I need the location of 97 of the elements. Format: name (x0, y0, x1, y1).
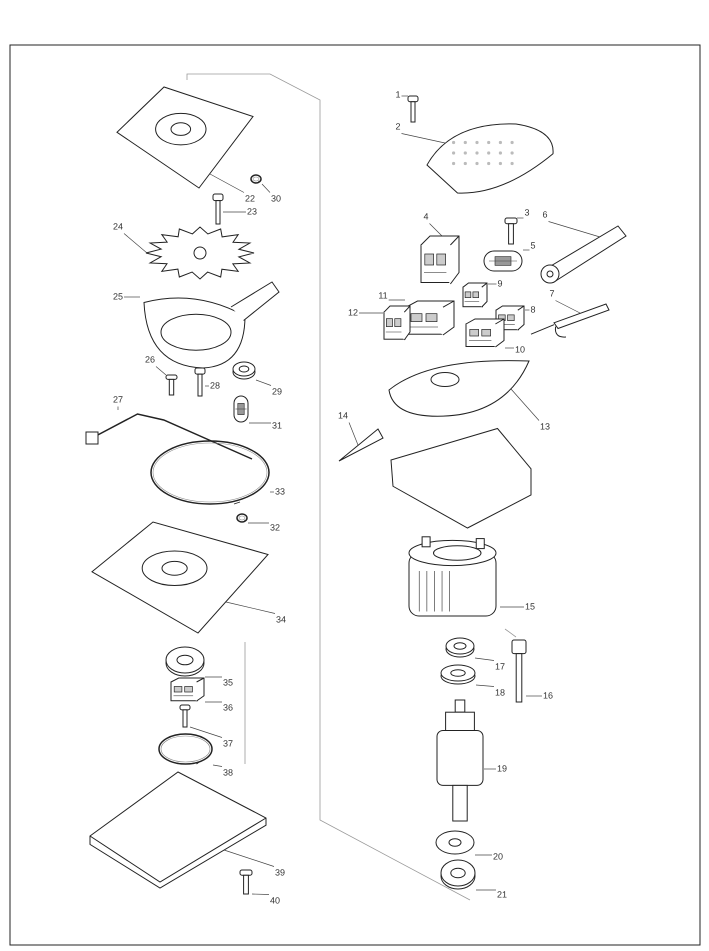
callout-number: 9 (498, 278, 502, 290)
callout-number: 29 (272, 386, 282, 398)
capacitor-drawing (420, 235, 460, 285)
o-ring-drawing (158, 733, 213, 765)
callout-number: 5 (530, 240, 536, 252)
leader-line (190, 726, 222, 738)
screw-drawing (408, 96, 418, 122)
leader-line (124, 233, 148, 254)
leader-line (510, 388, 540, 421)
callout-number: 16 (543, 690, 553, 702)
screw-drawing (240, 870, 252, 894)
callout-number: 35 (223, 678, 233, 688)
leader-line (476, 684, 494, 687)
callout-number: 14 (338, 410, 348, 422)
callout-number: 40 (270, 896, 280, 906)
collar-drawing (232, 360, 256, 380)
leader-line (555, 300, 580, 314)
callout-number: 13 (540, 422, 550, 432)
screw-drawing (195, 368, 205, 396)
callout-number: 17 (495, 662, 505, 672)
screw-drawing (213, 194, 223, 224)
sanding-pad-drawing (88, 770, 268, 890)
leader-line (401, 133, 446, 144)
o-ring-drawing (250, 174, 262, 184)
leader-line (348, 422, 358, 446)
callout-number: 4 (424, 212, 428, 222)
callout-number: 38 (223, 768, 233, 778)
callout-number: 23 (247, 206, 257, 218)
callout-number: 26 (145, 354, 155, 366)
leader-line (429, 223, 442, 236)
leader-line (156, 366, 166, 376)
callout-number: 11 (378, 290, 388, 302)
callout-number: 33 (275, 486, 285, 498)
leader-line (124, 296, 140, 298)
leader-line (484, 768, 496, 770)
screw-drawing (180, 705, 190, 727)
spacer-drawing (483, 250, 523, 272)
balancer-drawing (170, 677, 205, 702)
leader-line (204, 676, 222, 678)
fan-drawing (145, 226, 255, 280)
callout-number: 1 (396, 90, 400, 100)
ball-bearing-drawing (165, 645, 205, 677)
leader-line (474, 854, 492, 856)
leader-line (358, 312, 384, 314)
callout-number: 39 (275, 868, 285, 878)
bushing-drawing (233, 395, 249, 423)
callout-number: 21 (497, 890, 507, 900)
callout-number: 7 (550, 288, 554, 300)
leader-line (474, 658, 494, 661)
screw-drawing (505, 218, 517, 244)
washer-drawing (440, 663, 476, 685)
callout-number: 24 (113, 222, 123, 232)
base-plate-drawing (90, 520, 270, 635)
callout-number: 36 (223, 702, 233, 714)
leader-line (262, 184, 270, 193)
strip-drawing (338, 428, 384, 462)
callout-number: 30 (271, 194, 281, 204)
callout-number: 25 (113, 292, 123, 302)
callout-number: 22 (245, 194, 255, 204)
leader-line (248, 422, 272, 424)
callout-number: 37 (223, 738, 233, 750)
switch-cover-drawing (383, 305, 411, 341)
leader-line (500, 606, 524, 608)
callout-number: 6 (542, 210, 548, 220)
callout-number: 19 (497, 764, 507, 774)
leader-line (212, 764, 222, 767)
washer-drawing (435, 830, 475, 855)
leader-line (248, 522, 270, 524)
callout-number: 15 (525, 602, 535, 612)
callout-number: 20 (493, 852, 503, 862)
long-screw-drawing (512, 640, 526, 702)
leader-line (252, 894, 270, 895)
callout-number: 28 (210, 380, 220, 392)
armature-drawing (436, 700, 484, 822)
ring-drawing (150, 440, 270, 505)
housing-plate-drawing (115, 85, 255, 190)
callout-number: 2 (396, 122, 400, 132)
callout-number: 32 (270, 522, 280, 534)
callout-number: 31 (272, 420, 282, 432)
leader-line (224, 850, 274, 867)
screw-drawing (166, 375, 177, 395)
leader-line (548, 221, 600, 238)
callout-number: 34 (276, 614, 286, 626)
leader-line (256, 380, 272, 386)
callout-number: 12 (348, 308, 358, 318)
leader-line (210, 174, 244, 193)
leader-line (226, 602, 276, 614)
o-ring-drawing (236, 513, 248, 523)
callout-number: 10 (515, 344, 525, 356)
ball-bearing-drawing (445, 636, 475, 658)
callout-number: 27 (113, 394, 123, 406)
callout-number: 18 (495, 688, 505, 698)
callout-number: 8 (530, 304, 536, 316)
ball-bearing-drawing (440, 858, 476, 890)
carbon-brush-drawing (462, 282, 488, 308)
callout-number: 3 (524, 208, 530, 218)
terminal-drawing (465, 318, 505, 348)
